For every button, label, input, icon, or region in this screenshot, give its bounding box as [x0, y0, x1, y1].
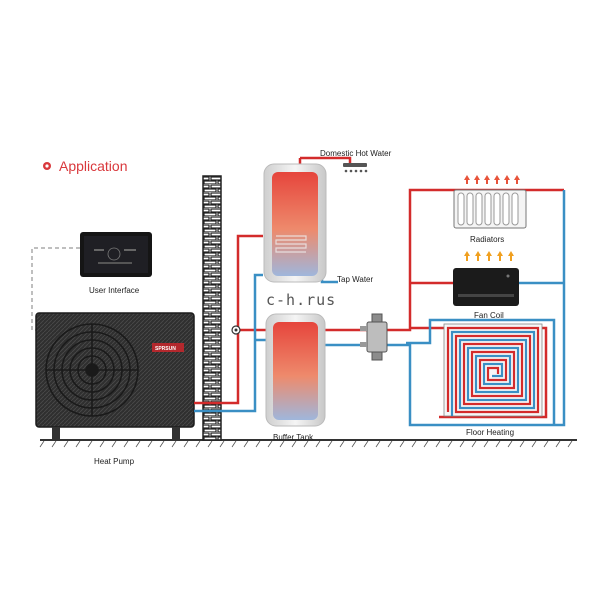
tap-water-label: Tap Water	[337, 275, 373, 284]
buffer-tank	[265, 313, 326, 427]
valve-icon	[231, 325, 241, 335]
page-title: Application	[59, 158, 128, 174]
ground-hatching	[39, 440, 573, 448]
fan-grille-icon	[45, 323, 139, 417]
radiators-label: Radiators	[470, 235, 504, 244]
heat-pump-unit: SPRSUN	[35, 312, 195, 440]
floor-heating-coil	[443, 323, 543, 417]
floor-heating-label: Floor Heating	[466, 428, 514, 437]
watermark-logo: c-h.rus	[266, 291, 336, 309]
buffer-tank-label: Buffer Tank	[273, 433, 314, 442]
brick-wall-icon	[202, 175, 222, 441]
hot-water-tank	[263, 163, 327, 283]
fan-coil-label: Fan Coil	[474, 311, 504, 320]
radiator	[453, 189, 527, 229]
manifold-icon	[360, 313, 388, 361]
brand-logo: SPRSUN	[155, 346, 176, 352]
heat-arrows-icon	[464, 175, 520, 184]
shower-icon	[343, 163, 368, 173]
fan-coil-arrows-icon	[464, 251, 514, 261]
user-interface-device	[80, 232, 152, 277]
heat-pump-label: Heat Pump	[94, 457, 135, 466]
domestic-hot-water-label: Domestic Hot Water	[320, 149, 392, 158]
fan-coil-unit	[453, 268, 519, 306]
user-interface-label: User Interface	[89, 286, 140, 295]
application-title: Application	[43, 158, 128, 174]
cold-pipes	[194, 190, 566, 427]
